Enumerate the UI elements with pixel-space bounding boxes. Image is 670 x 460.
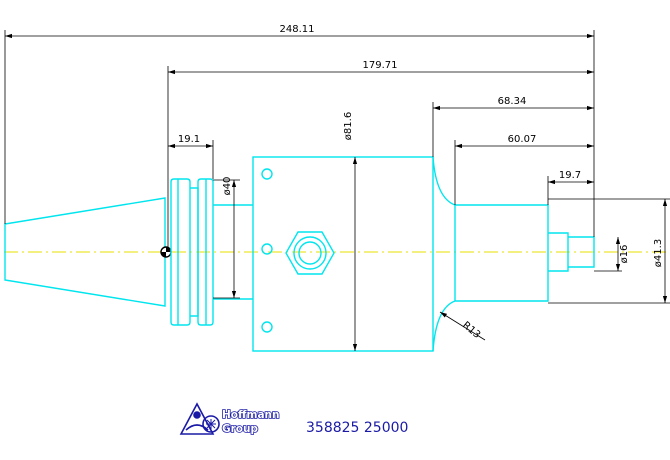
dimension-labels: 248.11 179.71 68.34 60.07 19.7 19.1 ø40 … xyxy=(178,24,664,341)
logo-line2: Group xyxy=(222,423,258,435)
body-hole-top xyxy=(261,168,273,180)
label-overall-length: 248.11 xyxy=(280,24,315,35)
label-flange-diameter: ø40 xyxy=(222,177,233,196)
body-hole-bottom xyxy=(261,321,273,333)
label-gauge-to-taper-end: 68.34 xyxy=(498,96,527,107)
label-flange-width: 19.1 xyxy=(178,134,200,145)
label-fillet-radius: R13 xyxy=(460,320,482,341)
flange xyxy=(170,178,191,326)
flange-rear xyxy=(197,178,214,326)
part-number: 358825 25000 xyxy=(306,420,408,436)
body xyxy=(252,156,434,352)
tool-holder-outline xyxy=(4,156,595,352)
taper-shank xyxy=(4,197,166,307)
pilot xyxy=(548,232,569,272)
body-hole-mid xyxy=(261,243,273,255)
hoffmann-group-logo: Hoffmann Group xyxy=(179,402,280,436)
dim-fillet-radius xyxy=(439,311,486,341)
nose xyxy=(432,156,549,352)
label-body-diameter: ø81.6 xyxy=(343,112,354,140)
label-gauge-to-tip: 179.71 xyxy=(363,60,398,71)
label-pilot-length: 19.7 xyxy=(559,170,581,181)
clamp-screw-hex xyxy=(285,231,335,275)
label-gauge-to-nose: 60.07 xyxy=(508,134,537,145)
label-nose-diameter: ø41.3 xyxy=(653,239,664,267)
logo-symbol-icon xyxy=(179,402,220,435)
label-bore-diameter: ø16 xyxy=(619,245,630,264)
pilot-tip xyxy=(568,236,595,268)
clamp-screw-head xyxy=(293,236,327,270)
logo-line1: Hoffmann xyxy=(222,409,279,421)
dimension-lines xyxy=(4,30,670,351)
